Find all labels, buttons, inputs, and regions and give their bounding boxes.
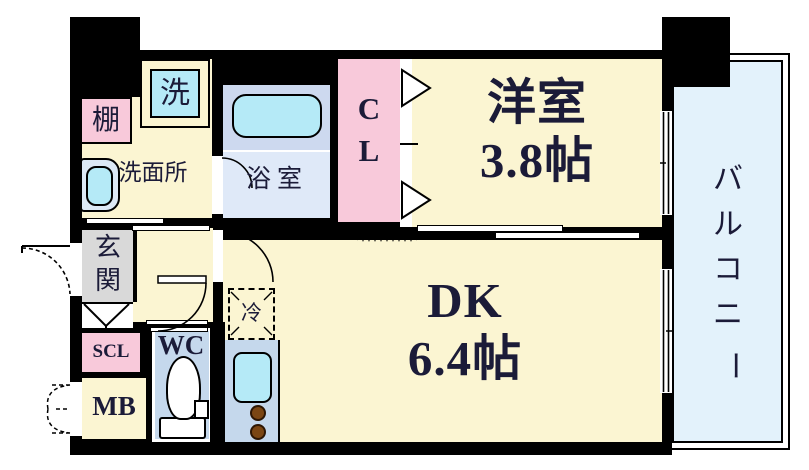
wc-kitchen-wall [210,322,225,442]
room-entrance [82,230,133,302]
shelf-icon [80,97,132,144]
entrance-door-line [21,245,70,253]
washroom-slider-rail-2 [132,225,210,231]
meter-box-door-arcs [46,384,71,434]
stove-burner-icon [250,424,266,440]
balcony-char: ニ [713,298,743,331]
bathtub-icon [232,94,322,138]
washing-machine-icon [150,69,200,118]
refrigerator-label: 冷 [241,301,262,325]
dk-name: DK [427,273,503,328]
entrance-char: 玄 [94,233,121,262]
washroom-label: 洗面所 [118,160,188,185]
refrigerator-space [228,288,275,340]
closet-char: L [358,133,380,168]
washroom-slider-rail-1 [86,218,164,224]
dk-size: 6.4帖 [407,331,523,386]
stove-burner-icon [250,405,266,421]
entrance-divider-wall [133,230,137,302]
balcony-label: バ ル コ ニ ー [705,163,751,388]
meter-box-label: MB [92,391,136,421]
room-dk [223,240,662,442]
closet-char: C [357,91,381,126]
entrance-door-arc [21,247,71,295]
washing-machine-label: 洗 [160,77,190,110]
toilet-bowl-icon [166,356,201,420]
room-western [412,59,662,227]
pillar-top-left [70,17,140,97]
bathroom-door-leaf [212,156,223,214]
pillar-top-right [662,17,730,87]
washbasin-icon [86,166,113,206]
kitchen-sink-icon [233,352,272,403]
western-room-name: 洋室 [486,75,587,130]
toilet-tank [159,417,206,439]
entrance-char: 関 [94,266,121,295]
balcony-char: ル [713,208,743,241]
dk-window [660,269,672,393]
entrance-door-opening [70,243,82,296]
closet-label: C L [338,91,400,176]
balcony [672,60,783,443]
bathroom-label: 浴室 [245,166,308,193]
western-room-label: 洋室 3.8帖 [412,74,662,190]
entrance-label: 玄 関 [88,233,128,300]
balcony-char: バ [713,163,743,196]
dk-door-leaf [213,230,223,282]
balcony-char: コ [713,253,743,286]
entrance-step [82,302,133,328]
balcony-char: ー [717,350,751,381]
closet-door-strip [400,59,412,227]
meter-box-opening [70,382,82,436]
toilet-side-box [194,400,209,419]
dk-label: DK 6.4帖 [300,272,630,388]
hallway [133,228,213,322]
shelf-label: 棚 [91,105,120,136]
room-meter-box [82,378,146,439]
room-closet [338,59,400,222]
western-room-size: 3.8帖 [479,133,595,188]
partition-slider-rail-2 [495,232,640,239]
shoe-closet-label: SCL [92,341,130,362]
wc-threshold-rail-1 [146,320,208,325]
room-shoe-closet [82,333,140,372]
partition-slider-rail-1 [417,225,563,232]
wc-label: WC [157,330,205,360]
